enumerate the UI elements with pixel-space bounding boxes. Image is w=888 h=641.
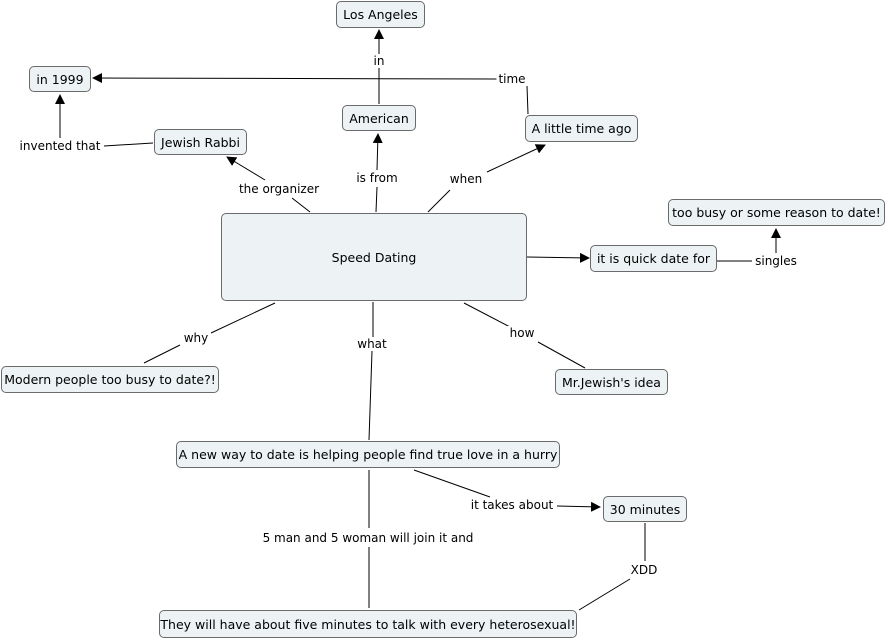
line-takes-30min — [556, 501, 601, 512]
concept-label: in 1999 — [36, 71, 84, 87]
link-xdd: XDD — [628, 563, 660, 577]
line-what-newway — [368, 350, 373, 441]
concept-label: American — [349, 110, 409, 126]
concept-in-1999[interactable]: in 1999 — [29, 66, 91, 92]
concept-label: Speed Dating — [331, 249, 417, 265]
concept-mr-jewish-idea[interactable]: Mr.Jewish's idea — [555, 369, 668, 395]
link-singles: singles — [753, 254, 799, 268]
line-sd-why — [210, 302, 276, 334]
link-in: in — [371, 54, 387, 68]
line-why-modern — [143, 344, 181, 364]
line-newway-takes — [413, 469, 491, 498]
concept-quick-date-for[interactable]: it is quick date for — [590, 245, 717, 272]
link-why: why — [181, 331, 211, 345]
concept-label: A little time ago — [531, 121, 632, 136]
concept-label: A new way to date is helping people find… — [178, 447, 558, 462]
line-isfrom-american — [372, 133, 383, 171]
link-how: how — [507, 326, 537, 340]
concept-los-angeles[interactable]: Los Angeles — [336, 1, 425, 28]
link-what: what — [355, 337, 389, 351]
line-time-ago-time — [526, 85, 529, 115]
concept-jewish-rabbi[interactable]: Jewish Rabbi — [154, 129, 247, 155]
concept-five-minutes[interactable]: They will have about five minutes to tal… — [159, 610, 577, 638]
concept-label: Mr.Jewish's idea — [562, 374, 661, 390]
concept-label: too busy or some reason to date! — [672, 205, 881, 220]
concept-american[interactable]: American — [342, 105, 416, 131]
link-5-man-5-woman: 5 man and 5 woman will join it and — [260, 531, 476, 545]
line-time-in-1999 — [92, 73, 498, 84]
concept-label: Los Angeles — [343, 7, 418, 22]
line-sd-how — [463, 302, 511, 328]
line-organizer-rabbi — [226, 156, 266, 181]
line-how-mrjewish — [537, 341, 586, 369]
concept-label: 30 minutes — [609, 501, 681, 517]
line-sd-when — [427, 189, 451, 213]
link-invented-that: invented that — [17, 139, 103, 153]
concept-modern-people[interactable]: Modern people too busy to date?! — [1, 366, 219, 393]
line-sd-quickdate — [526, 252, 590, 263]
concept-too-busy-reason[interactable]: too busy or some reason to date! — [668, 199, 885, 226]
concept-label: Jewish Rabbi — [161, 134, 240, 150]
concept-label: They will have about five minutes to tal… — [160, 616, 576, 632]
link-it-takes-about: it takes about — [468, 498, 556, 512]
link-time: time — [496, 72, 528, 86]
line-rabbi-invented — [103, 142, 154, 147]
line-when-timeago — [486, 144, 546, 173]
line-sd-isfrom — [375, 186, 378, 213]
concept-30-minutes[interactable]: 30 minutes — [603, 496, 687, 522]
link-when: when — [447, 172, 485, 186]
link-is-from: is from — [354, 171, 400, 185]
concept-label: it is quick date for — [596, 251, 711, 266]
concept-little-time-ago[interactable]: A little time ago — [525, 115, 638, 142]
line-sd-organizer — [291, 197, 311, 213]
concept-speed-dating[interactable]: Speed Dating — [221, 213, 527, 301]
link-the-organizer: the organizer — [236, 182, 322, 196]
concept-label: Modern people too busy to date?! — [4, 372, 216, 387]
concept-new-way[interactable]: A new way to date is helping people find… — [176, 441, 560, 468]
line-xdd-fivemin — [578, 578, 631, 611]
